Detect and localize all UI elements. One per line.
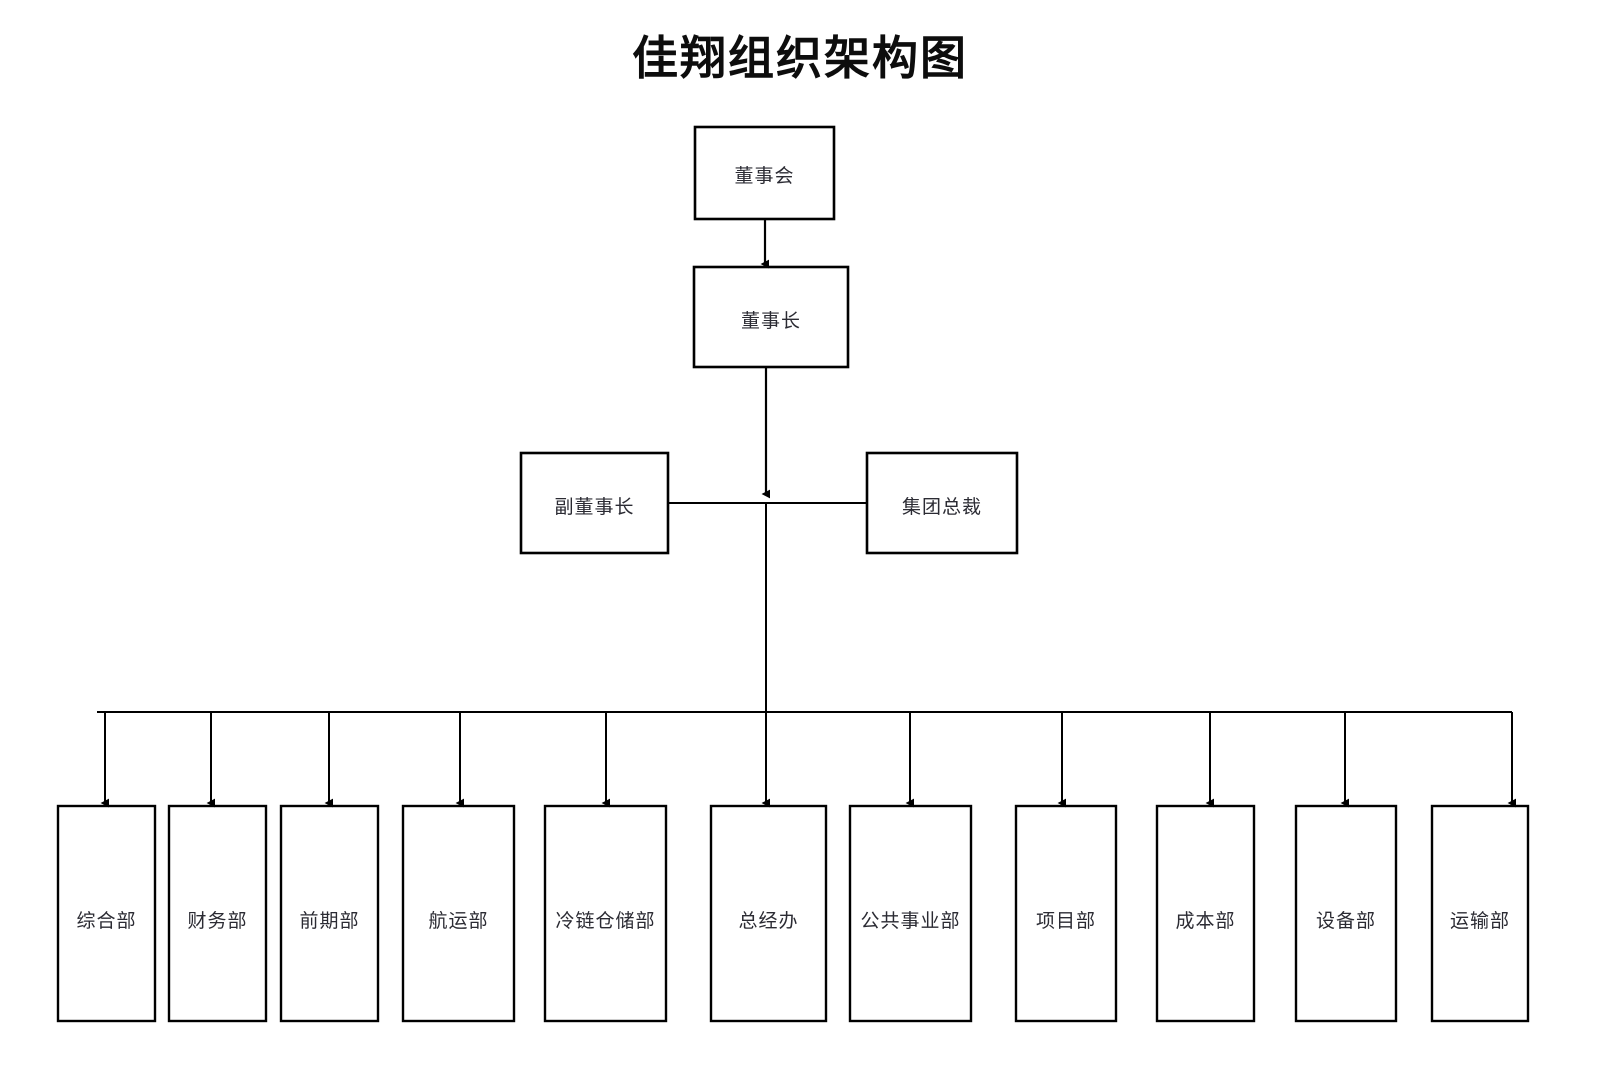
node-label-dept-10: 设备部 (1315, 910, 1376, 932)
node-box-board[interactable] (693, 125, 836, 221)
node-box-group-president[interactable] (865, 451, 1019, 555)
node-label-chairman: 董事长 (740, 310, 801, 332)
node-label-dept-1: 综合部 (76, 910, 137, 932)
node-label-dept-7: 公共事业部 (860, 910, 961, 932)
node-label-dept-2: 财务部 (187, 910, 248, 932)
node-label-dept-8: 项目部 (1035, 910, 1096, 932)
node-label-vice-chairman: 副董事长 (554, 496, 635, 518)
node-box-dept-9[interactable] (1155, 804, 1256, 1023)
node-label-group-president: 集团总裁 (901, 496, 982, 518)
node-rectangles (56, 125, 1530, 1023)
node-box-dept-5[interactable] (543, 804, 668, 1023)
page-title: 佳翔组织架构图 (632, 31, 968, 85)
node-label-dept-6: 总经办 (738, 910, 799, 932)
node-box-dept-3[interactable] (279, 804, 380, 1023)
node-label-dept-5: 冷链仓储部 (555, 910, 656, 932)
node-box-dept-7[interactable] (848, 804, 973, 1023)
node-box-dept-2[interactable] (167, 804, 268, 1023)
connector-lines (97, 219, 1517, 808)
node-label-dept-3: 前期部 (299, 910, 360, 932)
node-label-board: 董事会 (734, 165, 795, 187)
node-box-dept-10[interactable] (1294, 804, 1398, 1023)
node-box-dept-11[interactable] (1430, 804, 1530, 1023)
node-label-dept-4: 航运部 (428, 910, 489, 932)
node-box-vice-chairman[interactable] (519, 451, 670, 555)
node-box-dept-1[interactable] (56, 804, 157, 1023)
node-box-chairman[interactable] (692, 265, 850, 369)
node-box-dept-4[interactable] (401, 804, 516, 1023)
node-label-dept-11: 运输部 (1449, 910, 1510, 932)
node-box-dept-8[interactable] (1014, 804, 1118, 1023)
node-label-dept-9: 成本部 (1175, 910, 1236, 932)
